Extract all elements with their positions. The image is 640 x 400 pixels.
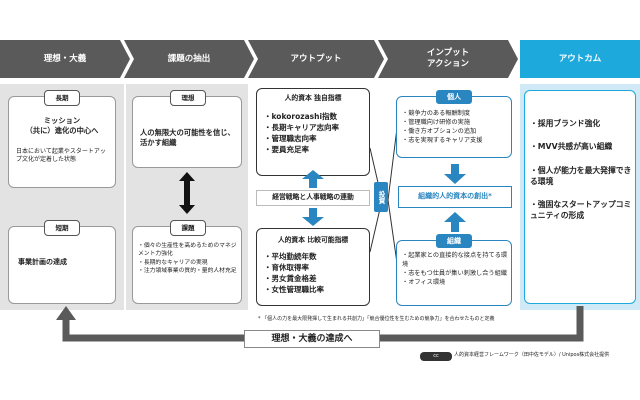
cc-license-icon: cc — [420, 352, 452, 361]
comparable-metrics-title: 人的資本 比較可能指標 — [277, 236, 349, 244]
organization-item: 志をもつ仕員が集い刺激し合う組織 — [402, 270, 510, 279]
individual-item: 競争力のある報酬制度 — [402, 110, 510, 119]
outcome-item: MVV共感が高い組織 — [530, 141, 632, 152]
human-capital-creation-box: 組織的人的資本の創出* — [398, 186, 512, 208]
footnote: * 「個人の力を最大限発揮して生まれる共創力」「競合優位性を生むための競争力」を… — [258, 316, 495, 322]
mission-title: ミッション （共に）進化の中心へ — [14, 116, 110, 136]
unique-metric-item: kokorozashi指数 — [264, 112, 368, 123]
arrow-down-individual — [444, 164, 466, 184]
short-term-text: 事業計画の達成 — [18, 258, 67, 266]
organization-item: オフィス環境 — [402, 279, 510, 288]
unique-metric-item: 要員充足率 — [264, 145, 368, 156]
arrow-up-output — [302, 170, 324, 188]
header-input-line2: アクション — [426, 59, 470, 69]
strategy-link-text: 経営戦略と人事戦略の連動 — [256, 190, 370, 206]
header-ideal: 理想・大義 — [0, 40, 130, 78]
comparable-metrics-list: 平均勤続年数 育休取得率 男女賃金格差 女性管理職比率 — [264, 252, 368, 296]
credit-text: 人的資本経営フレームワーク（田中佐モデル）/ Unipos株式会社提供 — [454, 352, 610, 358]
vertical-double-arrow — [179, 172, 195, 214]
outcome-item: 強固なスタートアップコミュニティの形成 — [530, 199, 632, 222]
outcome-list: 採用ブランド強化 MVV共感が高い組織 個人が能力を最大発揮できる環境 強固なス… — [530, 118, 632, 234]
ideal-text: 人の無限大の可能性を信じ、活かす組織 — [140, 128, 235, 148]
issue-tag: 課題 — [170, 220, 206, 236]
unique-metrics-title: 人的資本 独自指標 — [284, 94, 342, 102]
comparable-metric-item: 育休取得率 — [264, 263, 368, 274]
issue-item: 長期的なキャリアの実現 — [138, 259, 238, 267]
issue-item: 注力領域事業の質的・量的人材充足 — [138, 267, 238, 275]
organization-item: 起業家との直接的な接点を持てる環境 — [402, 252, 510, 270]
unique-metrics-list: kokorozashi指数 長期キャリア志向率 管理職志向率 要員充足率 — [264, 112, 368, 156]
arrow-up-organization — [444, 212, 466, 232]
ideal-tag: 理想 — [170, 90, 206, 106]
return-label: 理想・大義の達成へ — [244, 330, 380, 348]
header-input-line1: インプット — [426, 48, 470, 59]
header-issue: 課題の抽出 — [124, 40, 254, 78]
investment-label: 投資 — [374, 182, 388, 212]
mission-title-line2: （共に）進化の中心へ — [25, 126, 99, 136]
comparable-metric-item: 平均勤続年数 — [264, 252, 368, 263]
issue-list: 個々の生産性を高めるためのマネジメント力強化 長期的なキャリアの実現 注力領域事… — [138, 242, 238, 276]
header-outcome: アウトカム — [520, 40, 640, 78]
unique-metric-item: 長期キャリア志向率 — [264, 123, 368, 134]
long-term-tag: 長期 — [44, 90, 80, 106]
long-term-desc: 日本において起業やスタートアップ文化が定着した状態 — [16, 148, 106, 164]
outcome-item: 個人が能力を最大発揮できる環境 — [530, 165, 632, 188]
comparable-metric-item: 女性管理職比率 — [264, 285, 368, 296]
arrow-down-output — [302, 208, 324, 226]
issue-item: 個々の生産性を高めるためのマネジメント力強化 — [138, 242, 238, 259]
individual-item: 志を実現するキャリア支援 — [402, 137, 510, 146]
short-term-tag: 短期 — [44, 220, 80, 236]
long-term-card — [8, 96, 116, 188]
outcome-item: 採用ブランド強化 — [530, 118, 632, 129]
individual-item: 働き方オプションの追加 — [402, 128, 510, 137]
unique-metric-item: 管理職志向率 — [264, 134, 368, 145]
short-term-card — [8, 226, 116, 304]
individual-list: 競争力のある報酬制度 管理職向け研修の実施 働き方オプションの追加 志を実現する… — [402, 110, 510, 146]
organization-list: 起業家との直接的な接点を持てる環境 志をもつ仕員が集い刺激し合う組織 オフィス環… — [402, 252, 510, 288]
individual-item: 管理職向け研修の実施 — [402, 119, 510, 128]
mission-title-line1: ミッション — [43, 116, 81, 125]
header-output: アウトプット — [248, 40, 384, 78]
comparable-metric-item: 男女賃金格差 — [264, 274, 368, 285]
organization-tag: 組織 — [436, 234, 472, 248]
individual-tag: 個人 — [436, 90, 472, 104]
header-input: インプット アクション — [378, 40, 518, 78]
